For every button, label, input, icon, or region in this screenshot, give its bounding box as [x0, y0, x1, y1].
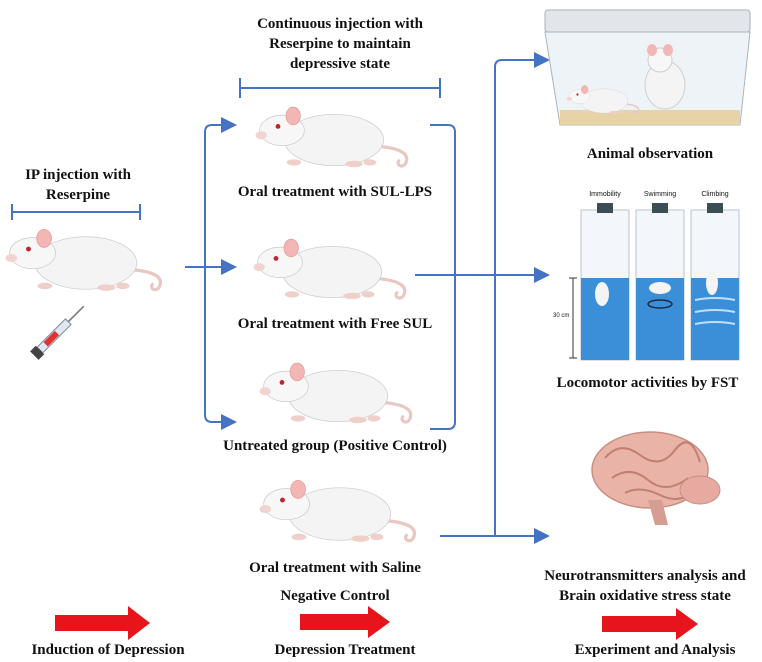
phase-arrows: [55, 606, 698, 640]
experiment-label-neuro: Neurotransmitters analysis and Brain oxi…: [544, 568, 746, 604]
group-label-free-sul: Oral treatment with Free SUL: [237, 316, 433, 332]
rat-image-free-sul: [252, 237, 407, 301]
rat-image-saline: [257, 478, 417, 544]
experiment-connectors: [415, 52, 550, 544]
group-label-saline: Oral treatment with Saline: [249, 560, 421, 576]
rat-image-untreated: [258, 361, 413, 425]
rat-image-sul-lps: [254, 105, 409, 169]
phase-label-treatment: Depression Treatment: [274, 642, 416, 658]
maintenance-label: Continuous injection with Reserpine to m…: [257, 16, 423, 72]
fst-label-climbing: Climbing: [701, 191, 729, 198]
induction-bracket: [11, 204, 141, 220]
phase-arrow-3: [602, 608, 698, 640]
cage-image: [544, 9, 751, 126]
rat-image-induction: [3, 227, 163, 293]
experiment-label-observation: Animal observation: [586, 146, 714, 162]
fst-depth-label: 30 cm: [553, 313, 570, 319]
fst-label-immobility: Immobility: [589, 191, 621, 198]
induction-label: IP injection with Reserpine: [25, 167, 131, 203]
experiment-label-fst: Locomotor activities by FST: [556, 375, 739, 391]
fst-image: [569, 203, 740, 361]
syringe-icon: [30, 305, 85, 360]
brain-image: [591, 431, 721, 525]
maintenance-bracket: [239, 78, 441, 98]
distribution-arrows: [185, 117, 237, 430]
phase-arrow-2: [300, 606, 390, 638]
group-label-sul-lps: Oral treatment with SUL-LPS: [237, 184, 433, 200]
phase-label-induction: Induction of Depression: [31, 642, 185, 658]
phase-label-analysis: Experiment and Analysis: [574, 642, 736, 658]
groups-bracket: [430, 124, 456, 430]
fst-label-swimming: Swimming: [643, 191, 677, 198]
group-label-untreated: Untreated group (Positive Control): [223, 438, 447, 454]
group-label-negative-control: Negative Control: [280, 588, 390, 604]
phase-arrow-1: [55, 606, 150, 640]
